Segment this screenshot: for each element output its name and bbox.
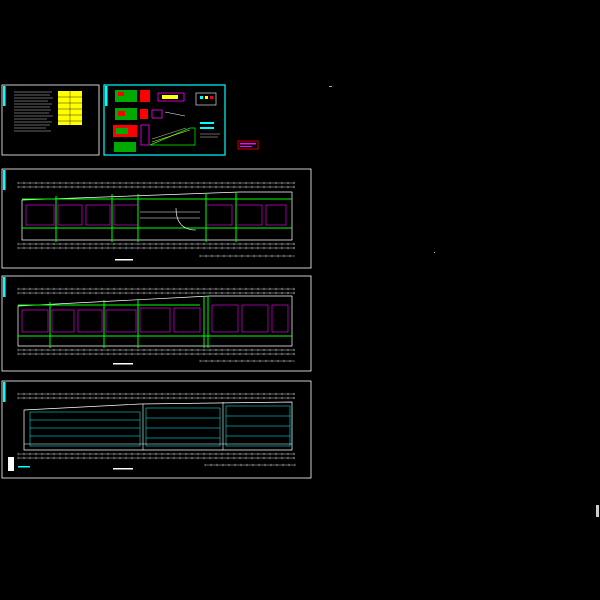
structural-grid-lines bbox=[18, 296, 292, 348]
floor-plan-3 bbox=[1, 380, 312, 479]
dimension-lines-top bbox=[17, 392, 295, 400]
building-outline bbox=[21, 191, 293, 241]
sheet-title-bar bbox=[3, 86, 6, 106]
room-partitions bbox=[25, 204, 287, 226]
legend-line bbox=[18, 466, 30, 468]
building-outline bbox=[23, 401, 293, 451]
floor-plan-1 bbox=[1, 168, 312, 269]
sheet-title-bar bbox=[3, 382, 6, 402]
building-outline bbox=[17, 295, 293, 347]
drawing-title bbox=[115, 259, 133, 261]
pipe-runs bbox=[29, 405, 291, 447]
dimension-lines-top bbox=[17, 287, 295, 295]
detail-sheet bbox=[103, 84, 226, 156]
dimension-lines-top bbox=[17, 181, 295, 189]
sheet-title-bar bbox=[3, 170, 6, 190]
sheet-title-bar bbox=[105, 86, 108, 106]
stray-mark bbox=[329, 86, 332, 87]
revision-note-text bbox=[240, 143, 256, 145]
legend-table bbox=[58, 91, 82, 125]
drawing-title bbox=[113, 363, 133, 365]
stray-mark bbox=[596, 505, 599, 517]
wall-lines bbox=[24, 402, 292, 450]
room-partitions bbox=[21, 304, 289, 333]
stray-mark bbox=[434, 252, 435, 253]
sheet-title-bar bbox=[3, 277, 6, 297]
detail-drawings bbox=[113, 90, 220, 152]
revision-note-text bbox=[240, 146, 252, 147]
drawing-title bbox=[113, 468, 133, 470]
dimension-lines-bottom bbox=[17, 242, 295, 258]
road-curve bbox=[140, 207, 200, 231]
notes-text-block bbox=[14, 91, 53, 132]
dimension-lines-bottom bbox=[17, 452, 296, 467]
dimension-lines-bottom bbox=[17, 348, 295, 363]
revision-note-box bbox=[237, 140, 259, 150]
structural-grid-lines bbox=[22, 192, 292, 242]
notes-sheet bbox=[1, 84, 100, 156]
legend-block bbox=[8, 457, 14, 471]
floor-plan-2 bbox=[1, 275, 312, 372]
